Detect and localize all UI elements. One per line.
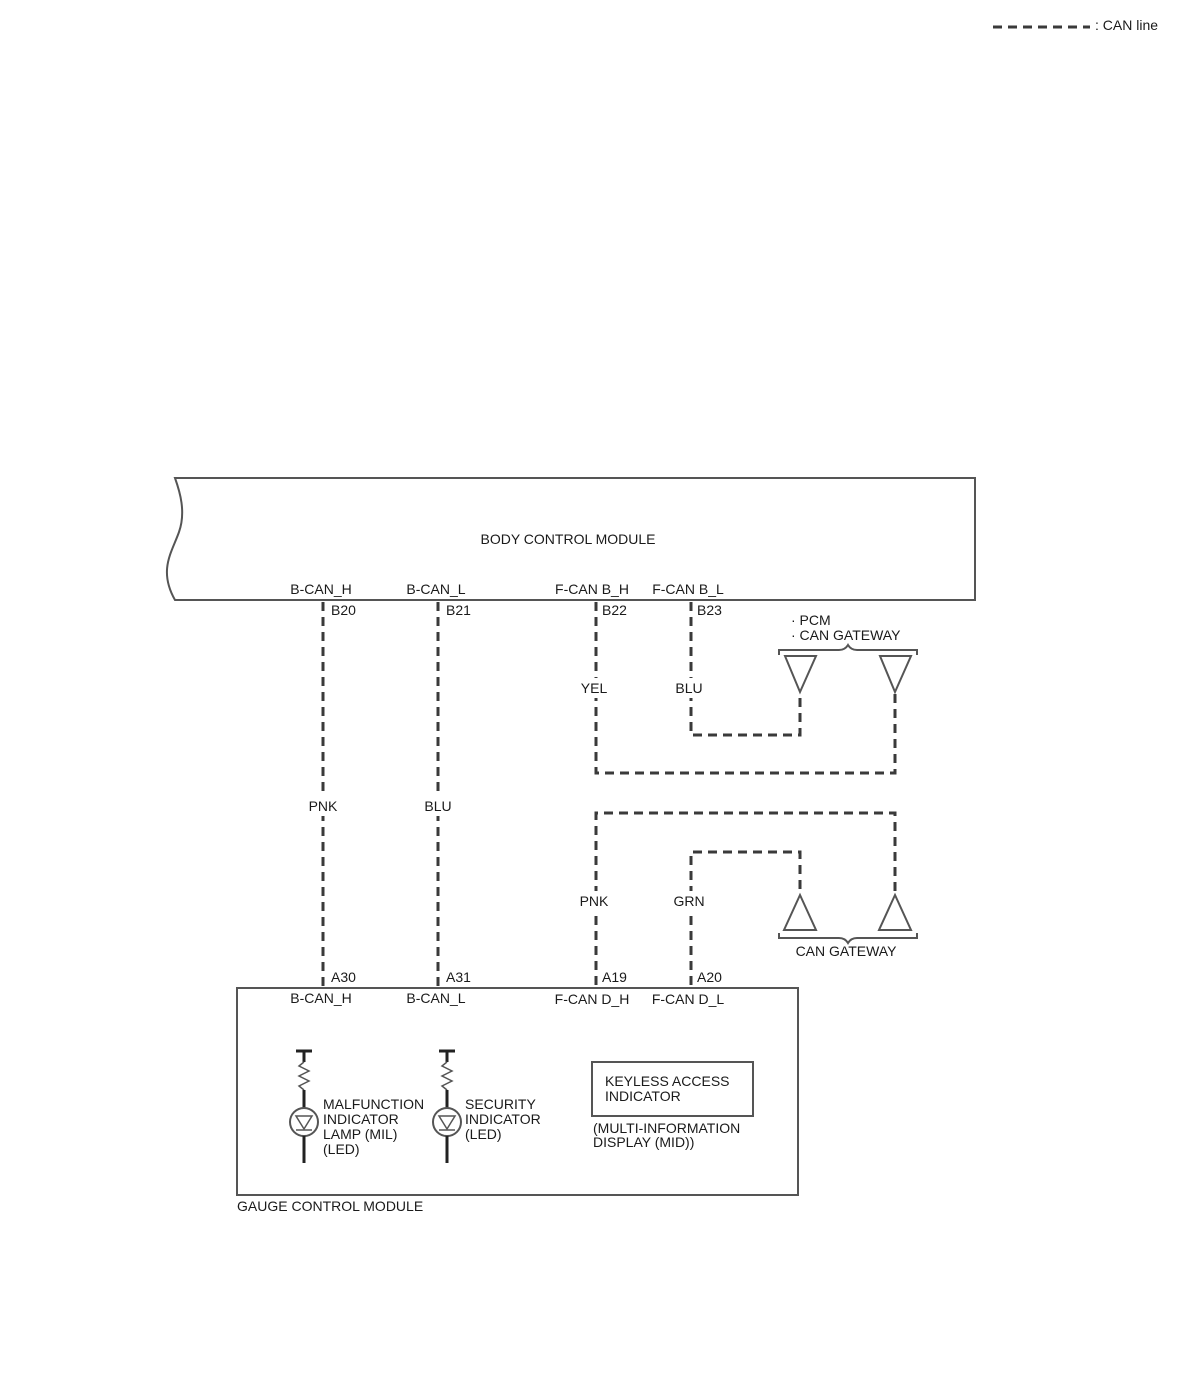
upper-f-can-wires: YEL BLU — [576, 602, 897, 775]
bcm-pin-signal: B-CAN_H — [290, 581, 351, 597]
wire-f-can-d-l — [689, 850, 802, 985]
keyless-label: KEYLESS ACCESS — [605, 1073, 730, 1089]
bcm-pin-signal: B-CAN_L — [406, 581, 465, 597]
body-control-module-title: BODY CONTROL MODULE — [480, 531, 655, 547]
b-can-wires: PNK BLU — [303, 602, 458, 987]
body-control-module: BODY CONTROL MODULE B-CAN_H B-CAN_L F-CA… — [165, 477, 976, 618]
wire-color-label: GRN — [673, 893, 704, 909]
connector-triangle-icon — [878, 655, 913, 695]
mil-label: (LED) — [323, 1141, 360, 1157]
upper-connection-line1: · PCM — [791, 612, 831, 628]
wire-label-bg — [576, 891, 616, 911]
gcm-pin-signal: B-CAN_L — [406, 990, 465, 1006]
security-label: SECURITY — [465, 1096, 536, 1112]
connector-triangle-icon — [782, 892, 818, 931]
mil-label: LAMP (MIL) — [323, 1126, 397, 1142]
wire-color-label: BLU — [675, 680, 702, 696]
bcm-pin-signal: F-CAN B_H — [555, 581, 629, 597]
lower-connection: CAN GATEWAY — [778, 892, 918, 959]
wire-color-label: PNK — [309, 798, 338, 814]
keyless-label: INDICATOR — [605, 1088, 681, 1104]
upper-connection: · PCM · CAN GATEWAY — [778, 612, 918, 695]
legend-label: : CAN line — [1095, 17, 1158, 33]
connector-triangle-icon — [877, 892, 913, 931]
mil-led-icon — [289, 1049, 319, 1163]
connector-triangle-icon — [783, 655, 818, 695]
mil-label: MALFUNCTION — [323, 1096, 424, 1112]
wire-color-label: YEL — [581, 680, 608, 696]
legend: : CAN line — [993, 17, 1158, 33]
bcm-terminal: B21 — [446, 602, 471, 618]
security-label: INDICATOR — [465, 1111, 541, 1127]
wire-label-bg — [670, 891, 710, 911]
mil-label: INDICATOR — [323, 1111, 399, 1127]
security-label: (LED) — [465, 1126, 502, 1142]
mid-label: (MULTI-INFORMATION — [593, 1120, 740, 1136]
wire-color-label: PNK — [580, 893, 609, 909]
gcm-terminal: A31 — [446, 969, 471, 985]
bcm-pin-signal: F-CAN B_L — [652, 581, 724, 597]
bcm-terminal: B22 — [602, 602, 627, 618]
wire-label-bg — [418, 796, 458, 816]
wire-f-can-d-h — [594, 811, 897, 985]
gcm-pin-signal: B-CAN_H — [290, 990, 351, 1006]
gcm-pin-signal: F-CAN D_L — [652, 991, 725, 1007]
gcm-terminal: A19 — [602, 969, 627, 985]
gcm-terminal: A30 — [331, 969, 356, 985]
wire-label-bg — [576, 678, 616, 698]
wire-f-can-b-h — [594, 602, 897, 775]
mid-label: DISPLAY (MID)) — [593, 1134, 694, 1150]
keyless-access-indicator-box — [591, 1061, 754, 1117]
gcm-pin-signal: F-CAN D_H — [555, 991, 630, 1007]
bcm-terminal: B23 — [697, 602, 722, 618]
upper-connection-line2: · CAN GATEWAY — [791, 627, 901, 643]
lower-connection-label: CAN GATEWAY — [796, 943, 898, 959]
gauge-control-module: A30 A31 A19 A20 B-CAN_H B-CAN_L F-CAN D_… — [236, 969, 799, 1214]
wire-label-bg — [303, 796, 343, 816]
gcm-terminal: A20 — [697, 969, 722, 985]
wire-label-bg — [671, 678, 711, 698]
bcm-terminal: B20 — [331, 602, 356, 618]
body-control-module-outline — [165, 477, 976, 601]
gauge-control-module-title: GAUGE CONTROL MODULE — [237, 1198, 423, 1214]
upper-connection-bracket — [778, 643, 918, 655]
wire-color-label: BLU — [424, 798, 451, 814]
lower-f-can-wires: PNK GRN — [576, 811, 897, 985]
security-led-icon — [432, 1049, 462, 1163]
wire-f-can-b-l — [689, 602, 802, 737]
lower-connection-bracket — [778, 933, 918, 945]
